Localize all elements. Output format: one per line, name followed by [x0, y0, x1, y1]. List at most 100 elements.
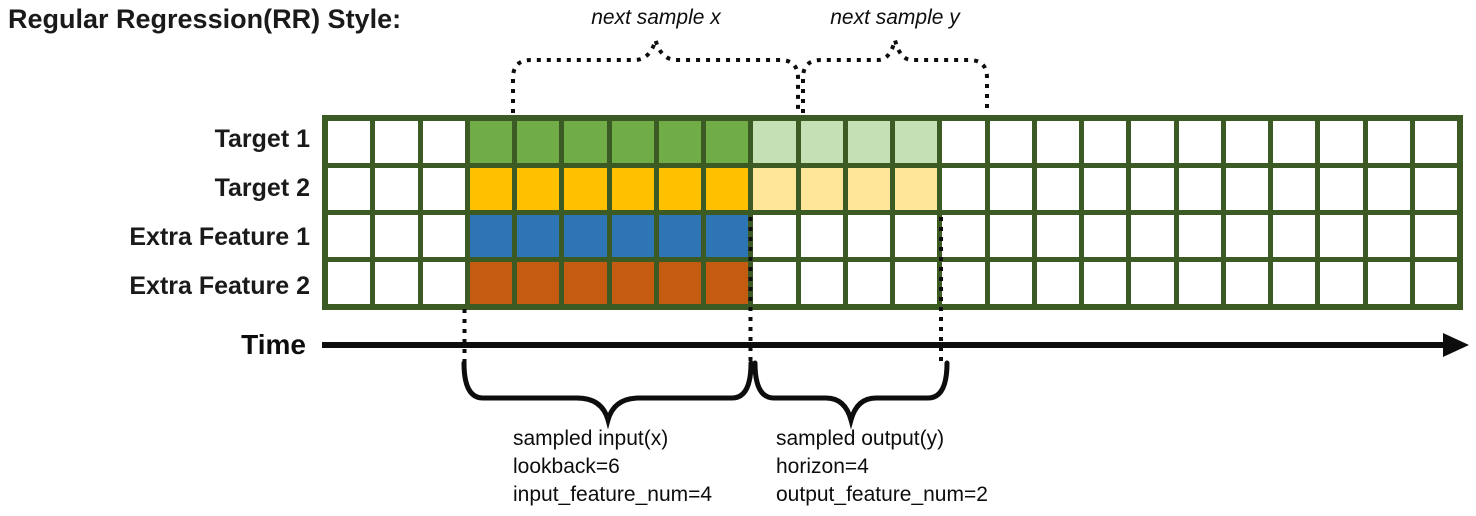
grid-cell [375, 262, 418, 304]
grid-cell [1225, 262, 1268, 304]
grid-cell [753, 215, 796, 257]
grid-cell [611, 262, 654, 304]
grid-cell [989, 262, 1032, 304]
grid-cell [942, 215, 985, 257]
grid-cell [1414, 262, 1457, 304]
row-label-target-1: Target 1 [214, 125, 310, 153]
grid-cell [1320, 168, 1363, 210]
grid-cell [1036, 262, 1079, 304]
grid-cell [1036, 215, 1079, 257]
page-title: Regular Regression(RR) Style: [8, 4, 402, 34]
grid-cell [611, 121, 654, 163]
grid-cell [564, 121, 607, 163]
grid-cell [517, 262, 560, 304]
grid-cell [564, 262, 607, 304]
grid-cell [422, 262, 465, 304]
grid-cell [1273, 121, 1316, 163]
grid-cell [706, 168, 749, 210]
grid-cell [1273, 215, 1316, 257]
grid-cell [658, 215, 701, 257]
grid-cell [658, 262, 701, 304]
grid-cell [1131, 215, 1174, 257]
grid-cell [1131, 168, 1174, 210]
grid-cell [1367, 121, 1410, 163]
grid-cell [895, 215, 938, 257]
grid-cell [564, 215, 607, 257]
grid-cell [800, 168, 843, 210]
time-axis-label: Time [241, 329, 306, 360]
grid-cell [753, 121, 796, 163]
grid-cell [1178, 168, 1221, 210]
grid-cell [706, 121, 749, 163]
grid-cell [1273, 262, 1316, 304]
grid-cell [847, 121, 890, 163]
grid-cell [469, 262, 512, 304]
grid-cell [328, 215, 371, 257]
grid-cell [1225, 121, 1268, 163]
grid-cell [422, 168, 465, 210]
grid-cell [800, 121, 843, 163]
input-feature-num-value: input_feature_num=4 [513, 483, 713, 506]
grid-cell [1414, 215, 1457, 257]
grid-cell [1084, 168, 1127, 210]
grid-cell [564, 168, 607, 210]
grid-cell [895, 121, 938, 163]
grid-cell [706, 215, 749, 257]
row-label-target-2: Target 2 [214, 174, 310, 202]
grid-cell [611, 215, 654, 257]
grid-cell [517, 168, 560, 210]
horizon-value: horizon=4 [776, 455, 869, 478]
grid-cell [753, 262, 796, 304]
grid-cell [1178, 215, 1221, 257]
grid-cell [753, 168, 796, 210]
grid-cell [517, 215, 560, 257]
grid-cell [847, 215, 890, 257]
grid-cell [422, 121, 465, 163]
grid-cell [989, 215, 1032, 257]
grid-cell [1084, 262, 1127, 304]
grid-cell [1414, 121, 1457, 163]
grid-cell [469, 168, 512, 210]
sample-grid [322, 115, 1463, 310]
grid-cell [1320, 121, 1363, 163]
grid-cell [1131, 262, 1174, 304]
grid-cell [328, 121, 371, 163]
grid-cell [1131, 121, 1174, 163]
grid-cell [800, 215, 843, 257]
grid-cell [611, 168, 654, 210]
grid-cell [517, 121, 560, 163]
grid-cell [1178, 262, 1221, 304]
grid-cell [989, 121, 1032, 163]
grid-cell [469, 121, 512, 163]
grid-cell [895, 168, 938, 210]
sampled-output-caption: sampled output(y) horizon=4 output_featu… [776, 425, 988, 509]
output-feature-num-value: output_feature_num=2 [776, 483, 988, 506]
grid-cell [422, 215, 465, 257]
time-axis-arrowhead-icon [1443, 333, 1469, 357]
grid-cell [375, 215, 418, 257]
grid-cell [989, 168, 1032, 210]
grid-cell [375, 168, 418, 210]
grid-cell [328, 168, 371, 210]
next-sample-x-label: next sample x [591, 6, 721, 29]
row-label-extra-feature-1: Extra Feature 1 [129, 223, 310, 251]
grid-cell [328, 262, 371, 304]
grid-cell [942, 121, 985, 163]
grid-cell [1273, 168, 1316, 210]
next-sample-y-label: next sample y [830, 6, 960, 29]
grid-cell [1036, 168, 1079, 210]
grid-cell [469, 215, 512, 257]
sampled-output-title: sampled output(y) [776, 427, 945, 450]
grid-cell [1367, 262, 1410, 304]
sampled-input-caption: sampled input(x) lookback=6 input_featur… [513, 425, 712, 509]
grid-cell [847, 168, 890, 210]
grid-cell [895, 262, 938, 304]
grid-cell [1367, 168, 1410, 210]
grid-cell [375, 121, 418, 163]
grid-cell [658, 121, 701, 163]
grid-cell [1178, 121, 1221, 163]
grid-cell [942, 262, 985, 304]
sampled-input-brace-icon [461, 360, 754, 430]
grid-cell [800, 262, 843, 304]
